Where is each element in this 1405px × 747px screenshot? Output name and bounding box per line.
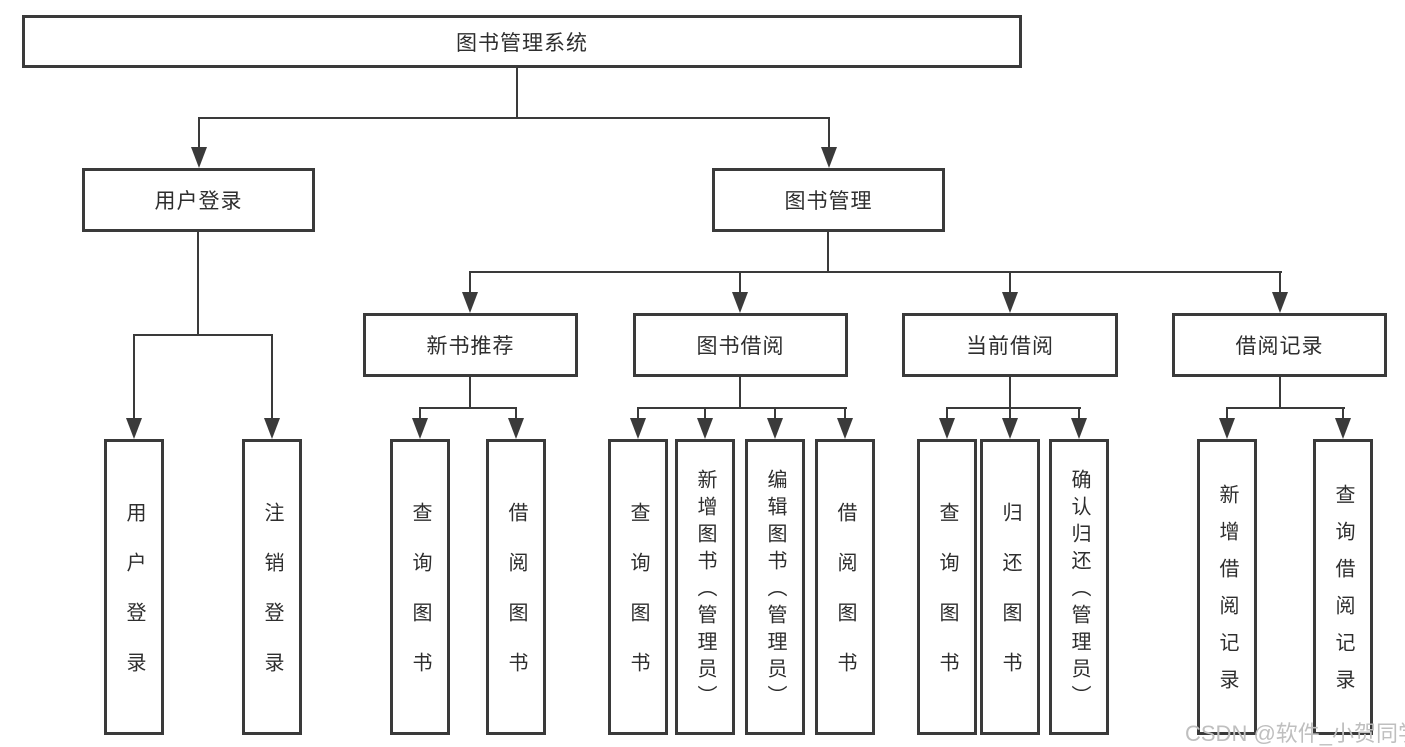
- leaf-query-books-recommend: 查询图书: [390, 439, 450, 735]
- connector-line: [1279, 272, 1281, 294]
- arrow-down-icon: [630, 418, 646, 439]
- arrow-down-icon: [697, 418, 713, 439]
- leaf-return-book: 归还图书: [980, 439, 1040, 735]
- leaf-add-book-admin: 新增图书（管理员）: [675, 439, 735, 735]
- connector-line: [271, 335, 273, 421]
- node-new-book-recommend: 新书推荐: [363, 313, 578, 377]
- arrow-down-icon: [767, 418, 783, 439]
- arrow-down-icon: [508, 418, 524, 439]
- leaf-label: 用户登录: [123, 502, 145, 702]
- leaf-label: 查询借阅记录: [1332, 484, 1354, 706]
- connector-line: [419, 408, 421, 419]
- leaf-label: 新增图书（管理员）: [694, 468, 716, 712]
- leaf-label: 编辑图书（管理员）: [764, 468, 786, 712]
- connector-line: [739, 377, 741, 409]
- arrow-down-icon: [191, 147, 207, 168]
- leaf-label: 借阅图书: [834, 502, 856, 702]
- node-user-login: 用户登录: [82, 168, 315, 232]
- arrow-down-icon: [1002, 418, 1018, 439]
- arrow-down-icon: [462, 292, 478, 313]
- leaf-label: 新增借阅记录: [1216, 484, 1238, 706]
- connector-line: [1342, 408, 1344, 419]
- connector-line: [637, 408, 639, 419]
- connector-line: [515, 408, 517, 419]
- connector-line: [197, 232, 199, 336]
- leaf-borrow-books-recommend: 借阅图书: [486, 439, 546, 735]
- connector-line: [1226, 408, 1228, 419]
- node-label: 新书推荐: [426, 335, 515, 358]
- leaf-label: 查询图书: [627, 502, 649, 702]
- leaf-label: 查询图书: [936, 502, 958, 702]
- node-label: 图书借阅: [696, 335, 785, 358]
- arrow-down-icon: [264, 418, 280, 439]
- arrow-down-icon: [1002, 292, 1018, 313]
- node-book-borrow: 图书借阅: [633, 313, 848, 377]
- watermark: CSDN @软件_小贺同学: [1185, 721, 1405, 746]
- leaf-borrow-books: 借阅图书: [815, 439, 875, 735]
- connector-line: [1279, 377, 1281, 409]
- connector-line: [828, 118, 830, 150]
- connector-line: [844, 408, 846, 419]
- connector-line: [1009, 272, 1011, 294]
- leaf-logout: 注销登录: [242, 439, 302, 735]
- leaf-label: 借阅图书: [505, 502, 527, 702]
- connector-line: [133, 334, 273, 336]
- connector-line: [419, 407, 517, 409]
- connector-line: [774, 408, 776, 419]
- leaf-label: 归还图书: [999, 502, 1021, 702]
- connector-line: [704, 408, 706, 419]
- leaf-user-login: 用户登录: [104, 439, 164, 735]
- leaf-label: 查询图书: [409, 502, 431, 702]
- connector-line: [516, 68, 518, 118]
- arrow-down-icon: [1272, 292, 1288, 313]
- arrow-down-icon: [126, 418, 142, 439]
- leaf-query-books-borrow: 查询图书: [608, 439, 668, 735]
- leaf-label: 注销登录: [261, 502, 283, 702]
- leaf-label: 确认归还（管理员）: [1068, 468, 1090, 712]
- connector-line: [827, 232, 829, 273]
- connector-line: [1009, 377, 1011, 409]
- leaf-query-borrow-record: 查询借阅记录: [1313, 439, 1373, 735]
- node-book-management: 图书管理: [712, 168, 945, 232]
- node-library-system: 图书管理系统: [22, 15, 1022, 68]
- arrow-down-icon: [821, 147, 837, 168]
- connector-line: [946, 408, 948, 419]
- node-label: 用户登录: [154, 190, 243, 213]
- arrow-down-icon: [732, 292, 748, 313]
- arrow-down-icon: [939, 418, 955, 439]
- leaf-confirm-return-admin: 确认归还（管理员）: [1049, 439, 1109, 735]
- connector-line: [946, 407, 1081, 409]
- connector-line: [637, 407, 847, 409]
- connector-line: [1078, 408, 1080, 419]
- node-label: 当前借阅: [966, 335, 1054, 358]
- arrow-down-icon: [412, 418, 428, 439]
- connector-line: [469, 272, 471, 294]
- leaf-add-borrow-record: 新增借阅记录: [1197, 439, 1257, 735]
- connector-line: [1226, 407, 1345, 409]
- connector-line: [198, 117, 830, 119]
- arrow-down-icon: [1071, 418, 1087, 439]
- arrow-down-icon: [1335, 418, 1351, 439]
- connector-line: [739, 272, 741, 294]
- connector-line: [1009, 408, 1011, 419]
- node-label: 借阅记录: [1235, 335, 1324, 358]
- node-borrow-records: 借阅记录: [1172, 313, 1387, 377]
- leaf-query-books-current: 查询图书: [917, 439, 977, 735]
- connector-line: [198, 118, 200, 150]
- leaf-edit-book-admin: 编辑图书（管理员）: [745, 439, 805, 735]
- arrow-down-icon: [837, 418, 853, 439]
- connector-line: [133, 335, 135, 421]
- arrow-down-icon: [1219, 418, 1235, 439]
- node-label: 图书管理系统: [456, 31, 588, 55]
- node-label: 图书管理: [784, 190, 873, 213]
- connector-line: [469, 377, 471, 409]
- node-current-borrow: 当前借阅: [902, 313, 1118, 377]
- connector-line: [469, 271, 1282, 273]
